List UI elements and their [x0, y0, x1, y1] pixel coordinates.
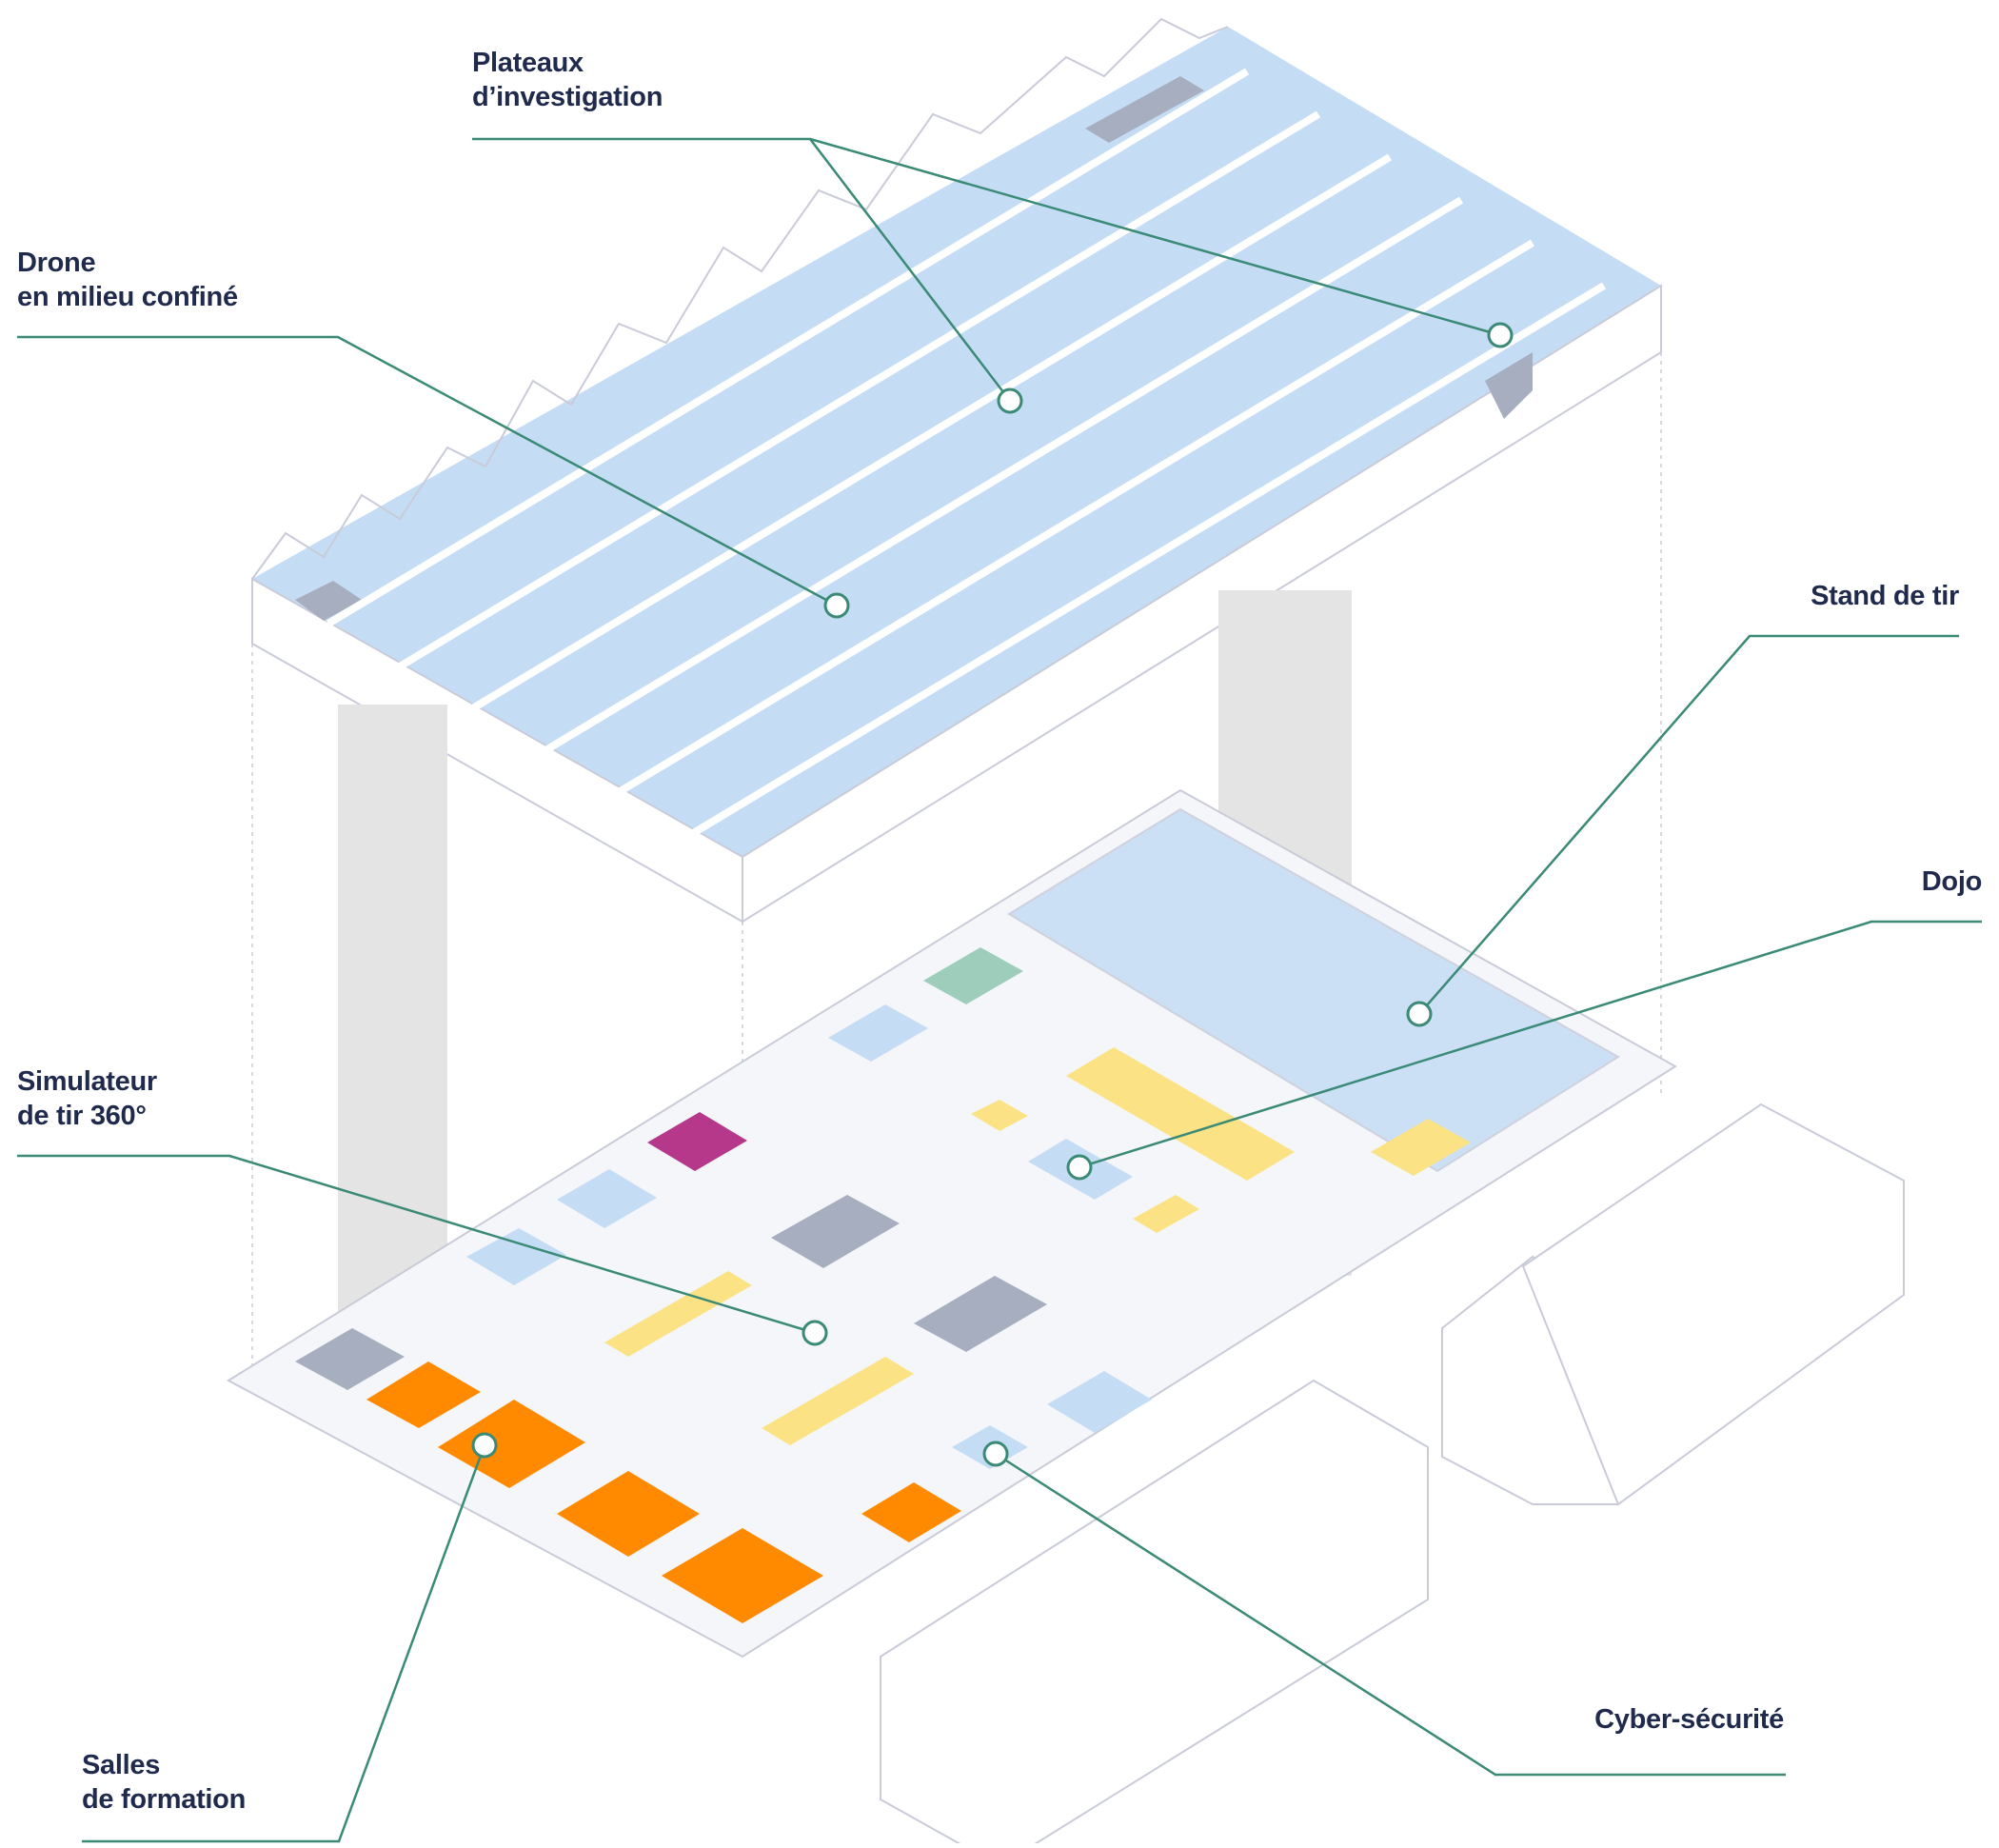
label-dojo: Dojo	[1921, 866, 1983, 897]
marker-dojo	[1066, 1154, 1093, 1181]
marker-drone	[823, 592, 850, 619]
leader-line-simulateur	[17, 1154, 816, 1335]
marker-simulateur	[802, 1320, 828, 1346]
marker-stand	[1406, 1001, 1433, 1027]
marker-cyber	[982, 1441, 1009, 1467]
label-stand-de-tir: Stand de tir	[1811, 581, 1959, 611]
roof-beams	[326, 68, 1607, 842]
lower-floor	[227, 788, 1677, 1659]
leader-line-salles	[82, 1444, 486, 1843]
leader-line-cyber	[995, 1452, 1786, 1777]
label-cyber-securite: Cyber-sécurité	[1594, 1704, 1784, 1735]
leader-line-drone	[17, 335, 838, 607]
marker-plateaux-b	[1487, 322, 1514, 348]
callout-leaders	[17, 137, 1982, 1843]
upper-floor-plateaux	[251, 17, 1662, 924]
callout-markers	[471, 322, 1514, 1467]
marker-plateaux-a	[997, 387, 1023, 414]
leader-line-stand	[1418, 634, 1959, 1015]
leader-line-plateaux-b	[809, 137, 1501, 337]
marker-salles	[471, 1432, 498, 1459]
leader-line-dojo	[1079, 920, 1982, 1169]
side-sheds	[880, 1103, 1905, 1848]
